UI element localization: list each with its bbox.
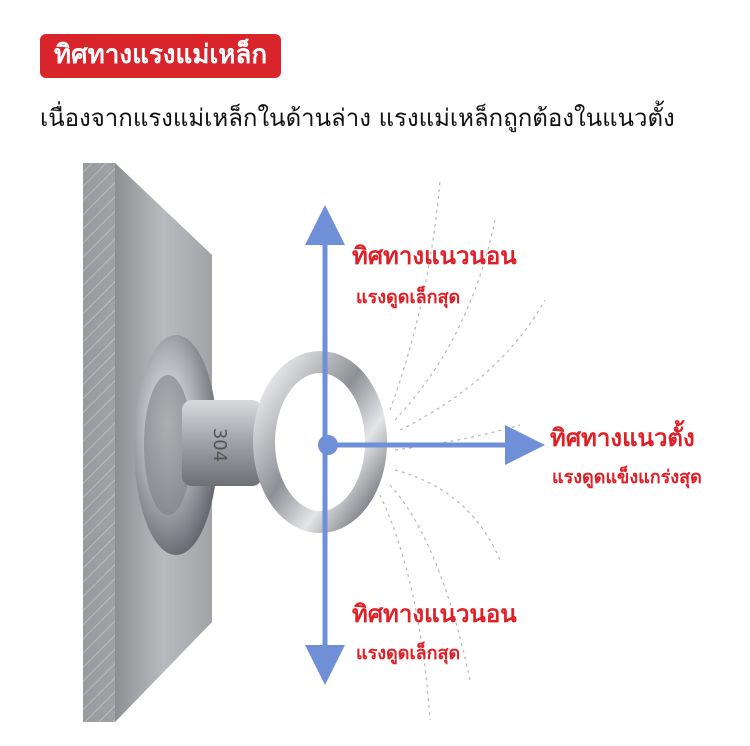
direction-arrows	[305, 205, 545, 685]
eye-ring	[253, 351, 387, 533]
right-direction-label: ทิศทางแนวตั้ง	[550, 424, 695, 452]
top-direction-sub: แรงดูดเล็กสุด	[356, 287, 461, 308]
right-direction-sub: แรงดูดแข็งแกร่งสุด	[552, 467, 702, 488]
bottom-direction-label: ทิศทางแนวนอน	[352, 600, 517, 628]
field-lines	[379, 179, 546, 721]
hook-neck	[182, 400, 262, 486]
bottom-direction-sub: แรงดูดเล็กสุด	[356, 643, 461, 664]
top-direction-label: ทิศทางแนวนอน	[352, 242, 517, 270]
center-dot	[318, 435, 338, 455]
hook-marking: 304	[209, 428, 230, 462]
magnet-illustration: 304	[83, 163, 546, 722]
subtitle: เนื่องจากแรงแม่เหล็กในด้านล่าง แรงแม่เหล…	[40, 104, 675, 132]
title-badge: ทิศทางแรงแม่เหล็ก	[40, 34, 282, 78]
